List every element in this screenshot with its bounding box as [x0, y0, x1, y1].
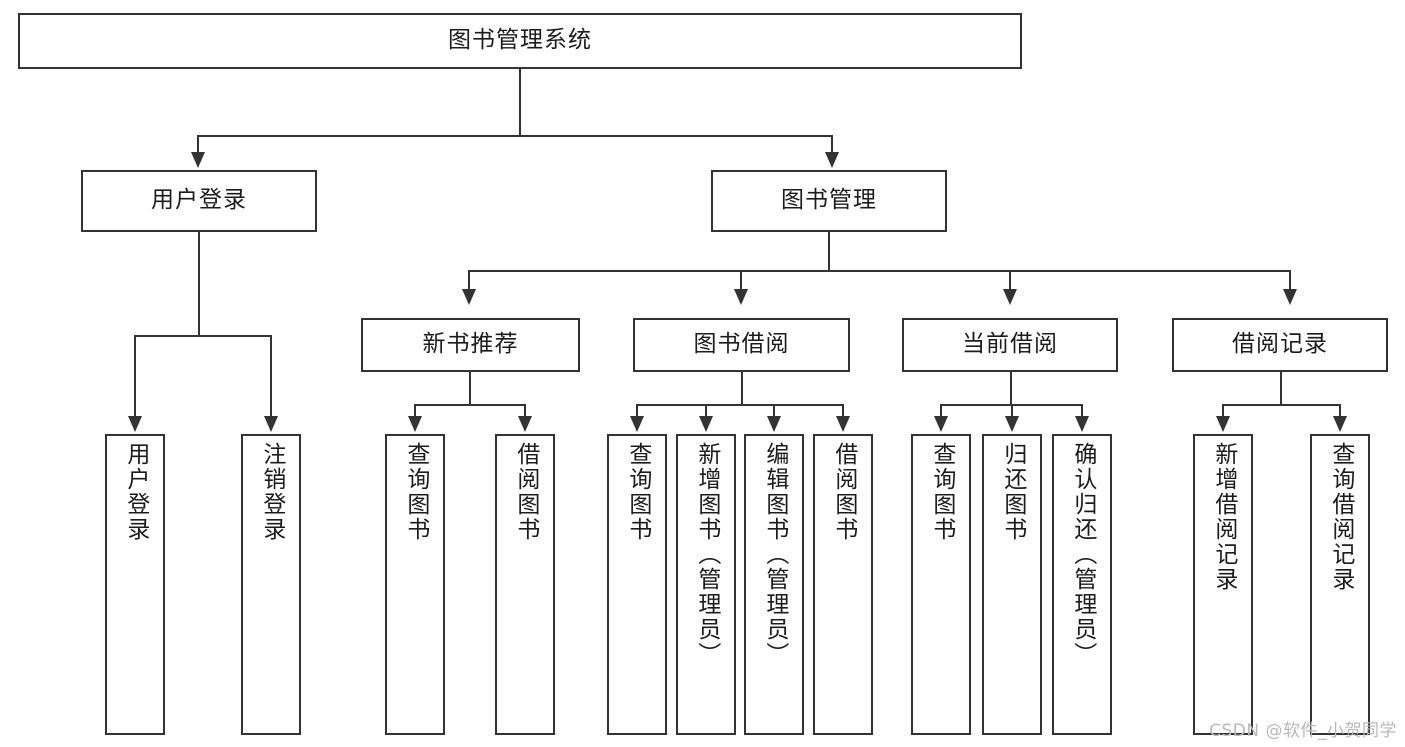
leaf-label: 查询图书	[624, 442, 651, 542]
arrowhead-cb-query	[934, 416, 948, 432]
arrowhead-br-add	[1216, 416, 1230, 432]
leaf-label: 新增图书（管理员）	[693, 442, 720, 667]
leaf-label: 归还图书	[999, 442, 1026, 542]
leaf-label: 新增借阅记录	[1210, 442, 1237, 592]
node-label: 图书管理	[781, 187, 877, 214]
leaf-bb-borrow-book[interactable]: 借阅图书	[813, 434, 873, 735]
connector-drop-new-book	[468, 270, 470, 292]
connector-level2-bus	[197, 135, 833, 137]
node-label: 新书推荐	[422, 331, 519, 358]
connector-drop-leaf-user-login	[134, 335, 136, 419]
connector-book-manage-stem	[828, 232, 830, 272]
connector-drop-br-add	[1222, 404, 1224, 419]
leaf-label: 注销登录	[258, 442, 285, 542]
leaf-bb-add-book[interactable]: 新增图书（管理员）	[676, 434, 736, 735]
arrowhead-cb-return	[1005, 416, 1019, 432]
arrowhead-book-borrow	[734, 289, 748, 305]
connector-drop-borrow-records	[1289, 270, 1291, 292]
leaf-label: 用户登录	[122, 442, 149, 542]
connector-level3-bus	[468, 270, 1291, 272]
arrowhead-bb-edit	[767, 416, 781, 432]
leaf-logout[interactable]: 注销登录	[241, 434, 301, 735]
leaf-label: 确认归还（管理员）	[1069, 442, 1096, 667]
leaf-label: 查询图书	[928, 442, 955, 542]
node-root-system[interactable]: 图书管理系统	[18, 13, 1022, 69]
connector-drop-bb-edit	[773, 404, 775, 419]
node-new-book-recommend[interactable]: 新书推荐	[361, 318, 580, 372]
connector-new-book-stem	[469, 372, 471, 406]
leaf-label: 查询借阅记录	[1327, 442, 1354, 592]
connector-user-login-stem	[198, 232, 200, 336]
leaf-label: 编辑图书（管理员）	[761, 442, 788, 667]
node-label: 图书借阅	[693, 331, 790, 358]
node-borrow-records[interactable]: 借阅记录	[1172, 318, 1388, 372]
leaf-cb-confirm-return[interactable]: 确认归还（管理员）	[1052, 434, 1112, 735]
leaf-bb-query-book[interactable]: 查询图书	[607, 434, 667, 735]
leaf-br-query-record[interactable]: 查询借阅记录	[1310, 434, 1370, 735]
connector-drop-user-login	[197, 135, 199, 155]
connector-drop-cb-confirm	[1081, 404, 1083, 419]
leaf-cb-query-book[interactable]: 查询图书	[911, 434, 971, 735]
arrowhead-cb-confirm	[1075, 416, 1089, 432]
connector-drop-nb-borrow	[524, 404, 526, 419]
arrowhead-user-login	[191, 152, 205, 168]
csdn-watermark: CSDN @软件_小贺同学	[1209, 721, 1397, 741]
node-label: 图书管理系统	[448, 27, 592, 54]
node-label: 用户登录	[151, 187, 247, 214]
connector-book-borrow-bus	[636, 404, 844, 406]
connector-drop-bb-add	[705, 404, 707, 419]
arrowhead-borrow-records	[1283, 289, 1297, 305]
connector-new-book-bus	[414, 404, 526, 406]
connector-drop-nb-query	[414, 404, 416, 419]
leaf-bb-edit-book[interactable]: 编辑图书（管理员）	[744, 434, 804, 735]
node-book-borrow[interactable]: 图书借阅	[633, 318, 850, 372]
arrowhead-bb-query	[630, 416, 644, 432]
arrowhead-br-query	[1333, 416, 1347, 432]
connector-root-stem	[519, 69, 521, 136]
leaf-br-add-record[interactable]: 新增借阅记录	[1193, 434, 1253, 735]
node-book-management[interactable]: 图书管理	[711, 170, 947, 232]
arrowhead-book-manage	[825, 152, 839, 168]
leaf-nb-query-book[interactable]: 查询图书	[385, 434, 445, 735]
node-label: 借阅记录	[1232, 331, 1328, 358]
leaf-label: 借阅图书	[512, 442, 539, 542]
leaf-label: 查询图书	[402, 442, 429, 542]
leaf-cb-return-book[interactable]: 归还图书	[982, 434, 1042, 735]
leaf-label: 借阅图书	[830, 442, 857, 542]
arrowhead-leaf-user-login	[128, 416, 142, 432]
arrowhead-nb-query	[408, 416, 422, 432]
connector-book-borrow-stem	[741, 372, 743, 406]
arrowhead-new-book	[462, 289, 476, 305]
connector-drop-cb-query	[940, 404, 942, 419]
connector-user-login-bus	[134, 335, 272, 337]
arrowhead-leaf-logout	[264, 416, 278, 432]
connector-drop-leaf-logout	[270, 335, 272, 419]
connector-drop-cb-return	[1011, 404, 1013, 419]
connector-drop-book-manage	[831, 135, 833, 155]
node-current-borrow[interactable]: 当前借阅	[902, 318, 1118, 372]
arrowhead-bb-add	[699, 416, 713, 432]
leaf-nb-borrow-book[interactable]: 借阅图书	[495, 434, 555, 735]
leaf-user-login[interactable]: 用户登录	[105, 434, 165, 735]
connector-drop-br-query	[1339, 404, 1341, 419]
connector-drop-book-borrow	[740, 270, 742, 292]
connector-borrow-records-stem	[1280, 372, 1282, 406]
node-user-login[interactable]: 用户登录	[81, 170, 317, 232]
arrowhead-current-borrow	[1003, 289, 1017, 305]
arrowhead-bb-borrow	[836, 416, 850, 432]
connector-drop-current-borrow	[1009, 270, 1011, 292]
connector-current-borrow-stem	[1010, 372, 1012, 406]
connector-borrow-records-bus	[1222, 404, 1341, 406]
node-label: 当前借阅	[962, 331, 1058, 358]
arrowhead-nb-borrow	[518, 416, 532, 432]
connector-drop-bb-borrow	[842, 404, 844, 419]
connector-drop-bb-query	[636, 404, 638, 419]
